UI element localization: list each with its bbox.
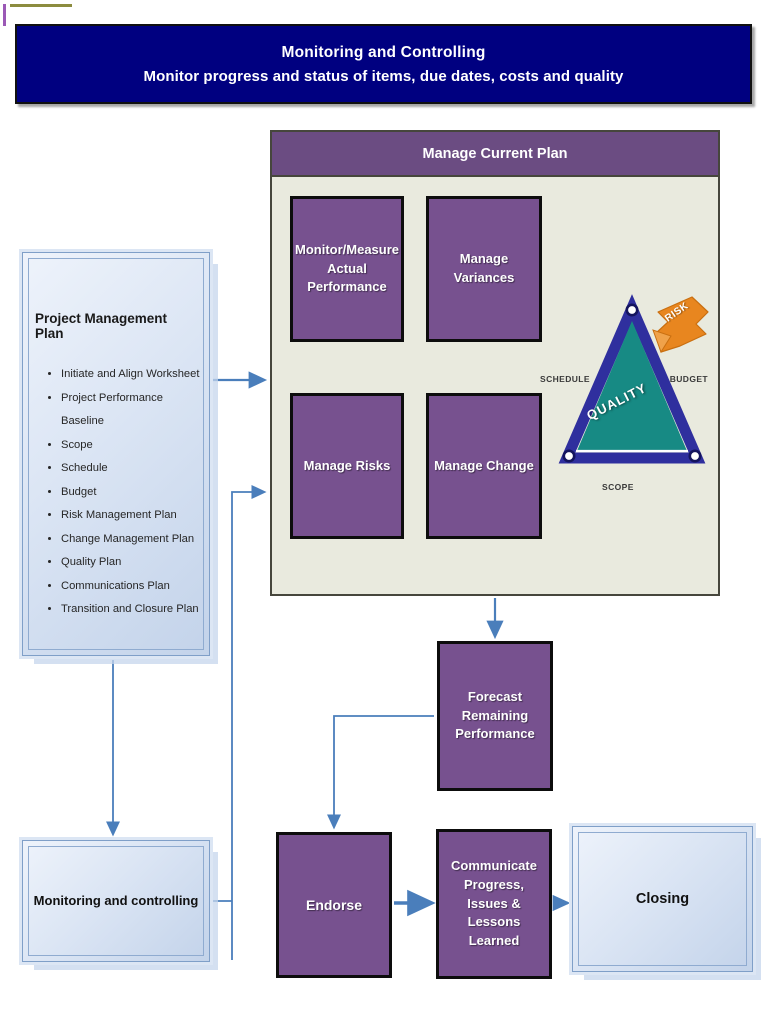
process-box-endorse[interactable]: Endorse [276,832,392,978]
process-box-forecast[interactable]: Forecast Remaining Performance [437,641,553,791]
pmp-item-list: Initiate and Align Worksheet Project Per… [43,363,201,622]
process-box-label: Communicate Progress, Issues & Lessons L… [451,857,537,949]
process-box-communicate[interactable]: Communicate Progress, Issues & Lessons L… [436,829,552,979]
manage-current-plan-header: Manage Current Plan [272,132,718,177]
process-box-manage-risks[interactable]: Manage Risks [290,393,404,539]
process-box-monitor-measure[interactable]: Monitor/Measure Actual Performance [290,196,404,342]
list-item: Initiate and Align Worksheet [61,363,201,387]
page-subtitle: Monitor progress and status of items, du… [143,67,624,85]
list-item: Schedule [61,457,201,481]
project-management-plan-panel[interactable]: Project Management Plan Initiate and Ali… [22,252,210,656]
process-box-label: Forecast Remaining Performance [455,688,535,742]
monitoring-and-controlling-label: Monitoring and controlling [33,893,199,908]
triangle-label-schedule: SCHEDULE [540,374,590,384]
list-item: Risk Management Plan [61,504,201,528]
closing-box[interactable]: Closing [572,826,753,972]
triangle-label-scope: SCOPE [602,482,634,492]
list-item: Scope [61,434,201,458]
process-box-label: Endorse [305,896,362,913]
quality-triangle-graphic: SCHEDULE BUDGET SCOPE QUALITY RISK [540,290,710,505]
corner-purple-rule [3,4,6,26]
process-box-manage-variances[interactable]: Manage Variances [426,196,542,342]
process-box-label: Monitor/Measure Actual Performance [295,241,400,295]
triangle-label-budget: BUDGET [669,374,708,384]
triangle-outline [558,294,706,464]
page-title: Monitoring and Controlling [281,43,486,61]
list-item: Project Performance Baseline [61,387,201,434]
list-item: Change Management Plan [61,528,201,552]
monitoring-and-controlling-box[interactable]: Monitoring and controlling [22,840,210,962]
closing-label: Closing [635,891,690,907]
list-item: Transition and Closure Plan [61,598,201,622]
list-item: Budget [61,481,201,505]
triangle-svg [558,294,709,464]
corner-olive-rule [10,4,72,7]
process-box-label: Manage Variances [453,251,515,285]
pmp-title: Project Management Plan [35,311,168,341]
process-box-label: Manage Risks [303,457,391,473]
risk-arrow-icon [652,296,709,354]
process-box-manage-change[interactable]: Manage Change [426,393,542,539]
page-title-banner: Monitoring and Controlling Monitor progr… [15,24,752,104]
list-item: Quality Plan [61,551,201,575]
list-item: Communications Plan [61,575,201,599]
triangle-fill [577,321,687,451]
process-box-label: Manage Change [434,457,534,473]
